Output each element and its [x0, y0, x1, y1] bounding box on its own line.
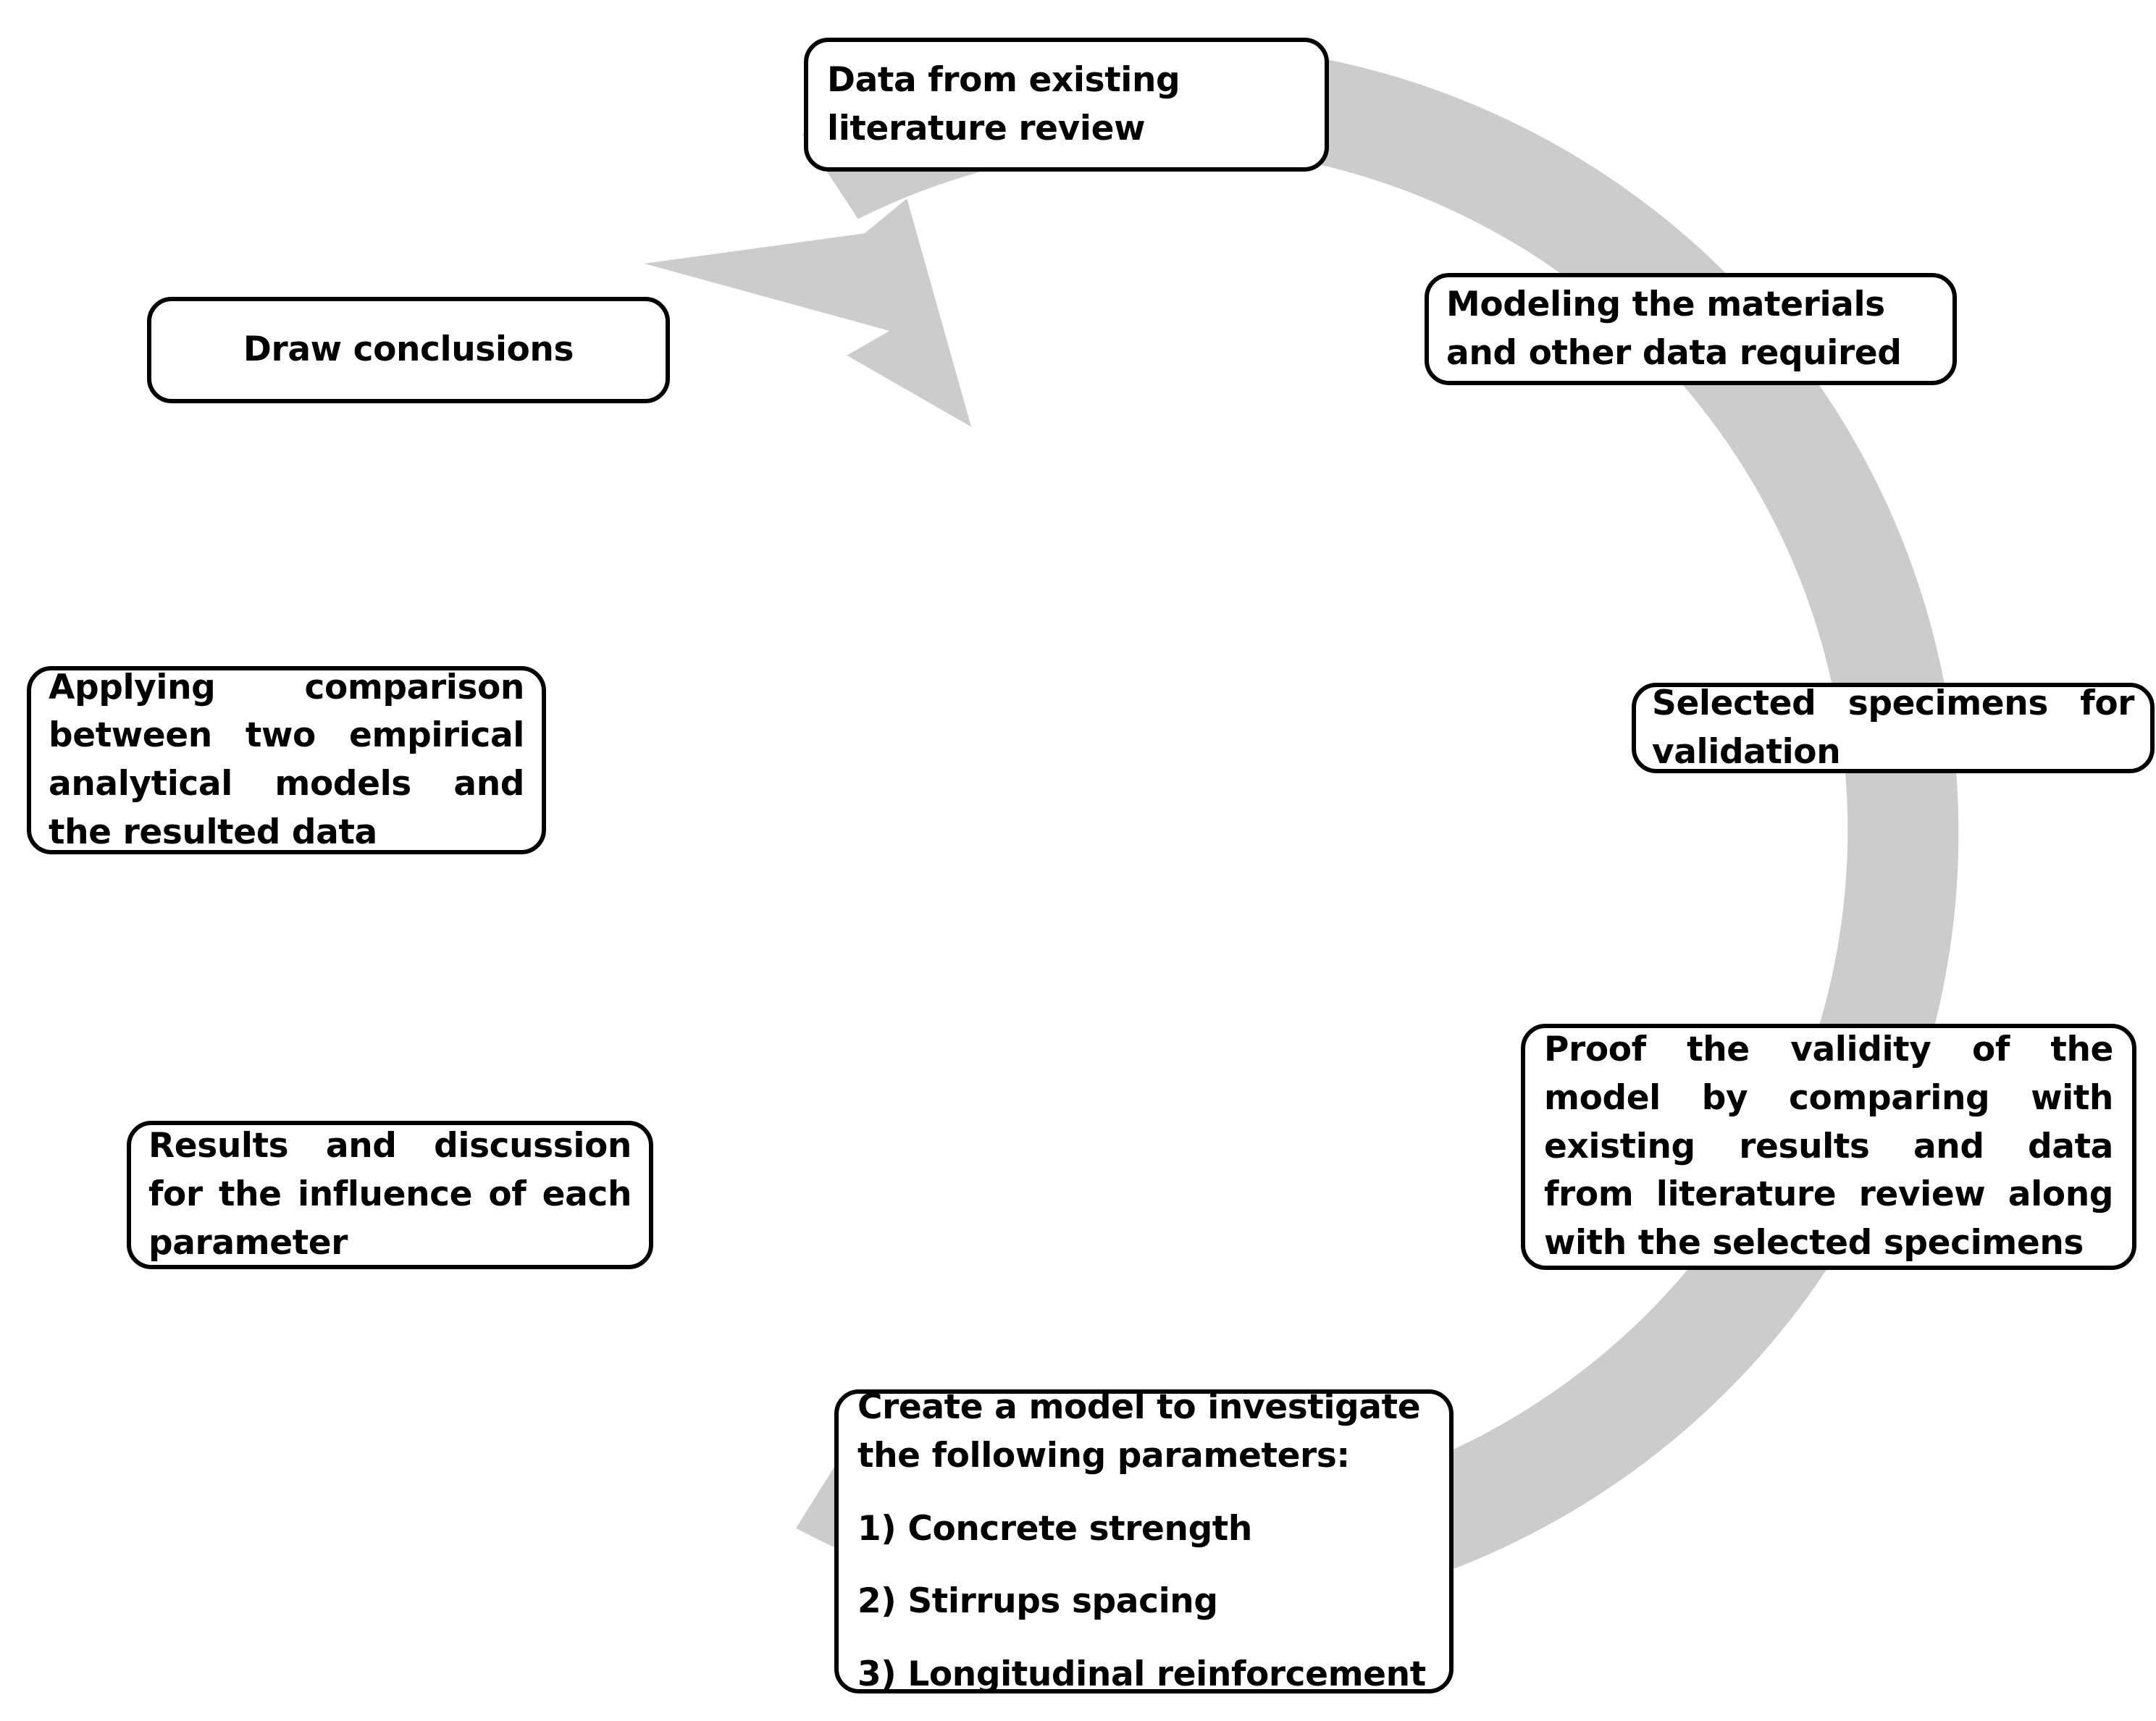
step-label: Applying comparison between two empirica…	[49, 667, 536, 852]
parameter-item-3: 3) Longitudinal reinforcement	[857, 1654, 1426, 1695]
step-label: Data from existing literature review	[827, 59, 1192, 148]
step-data-from-existing-literature-review[interactable]: Data from existing literature review	[804, 38, 1329, 172]
step-results-and-discussion[interactable]: Results and discussion for the influence…	[127, 1121, 653, 1269]
step-selected-specimens-for-validation[interactable]: Selected specimens for validation	[1632, 683, 2155, 773]
step-proof-the-validity-of-the-model[interactable]: Proof the validity of the model by compa…	[1521, 1024, 2136, 1270]
circular-arrow-shape	[644, 43, 1959, 1623]
parameter-item-2: 2) Stirrups spacing	[857, 1581, 1218, 1622]
step-create-a-model-parameters[interactable]: Create a model to investigate the follow…	[834, 1387, 1454, 1694]
parameter-item-1: 1) Concrete strength	[857, 1508, 1252, 1549]
step-draw-conclusions[interactable]: Draw conclusions	[147, 297, 670, 403]
step-label: Draw conclusions	[243, 329, 574, 370]
step-heading: Create a model to investigate the follow…	[857, 1387, 1433, 1476]
step-applying-comparison[interactable]: Applying comparison between two empirica…	[27, 666, 546, 854]
step-label: Selected specimens for validation	[1652, 683, 2146, 772]
step-label: Modeling the materials and other data re…	[1446, 284, 1902, 373]
step-label: Results and discussion for the influence…	[148, 1126, 643, 1263]
step-modeling-the-materials[interactable]: Modeling the materials and other data re…	[1425, 273, 1957, 385]
step-label: Proof the validity of the model by compa…	[1544, 1030, 2125, 1263]
